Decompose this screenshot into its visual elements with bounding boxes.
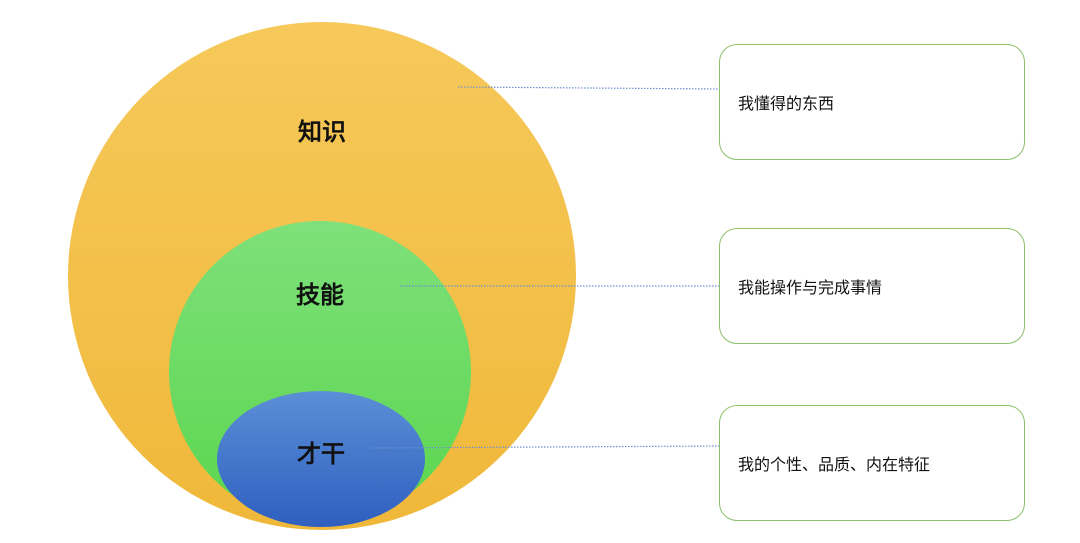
connector-line-knowledge [457,86,720,90]
skill-label: 技能 [296,281,344,309]
talent-ellipse [217,391,425,527]
callout-box-knowledge: 我懂得的东西 [719,44,1025,160]
talent-label: 才干 [297,440,345,468]
callout-text-skill: 我能操作与完成事情 [738,278,883,297]
callout-text-knowledge: 我懂得的东西 [738,94,835,113]
callout-text-talent: 我的个性、品质、内在特征 [738,455,931,474]
callout-box-skill: 我能操作与完成事情 [719,228,1025,344]
knowledge-label: 知识 [298,118,346,146]
callout-box-talent: 我的个性、品质、内在特征 [719,405,1025,521]
connector-line-talent [369,445,720,449]
